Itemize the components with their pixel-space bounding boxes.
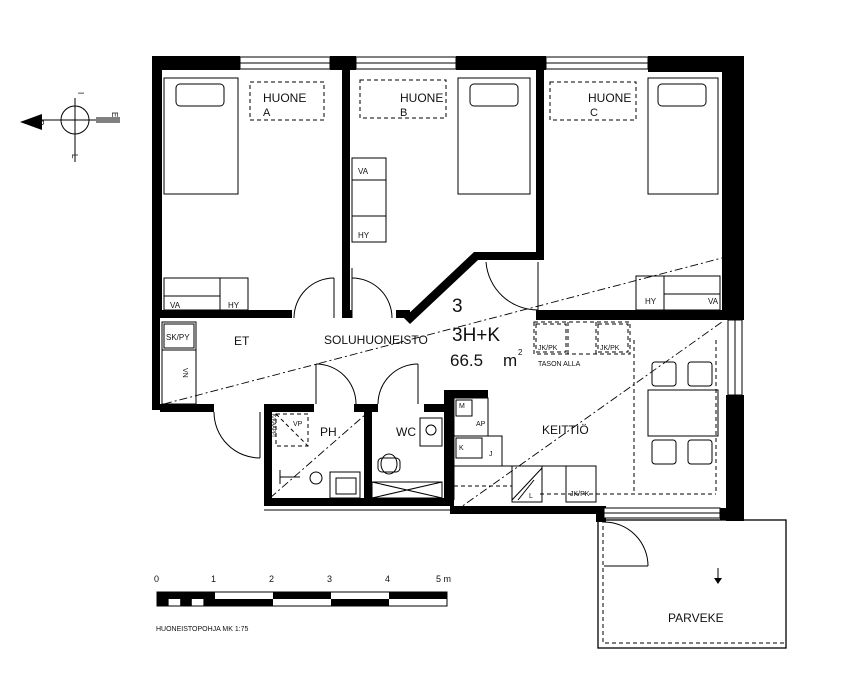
compass-l: L <box>70 154 79 159</box>
apartment-area-exp: 2 <box>518 348 523 357</box>
exterior-walls <box>152 56 744 521</box>
room-b-hy: HY <box>358 231 370 240</box>
scale-tick-5: 5 m <box>436 574 451 584</box>
room-c-va: VA <box>708 297 719 306</box>
scale-bar <box>156 591 448 607</box>
hallway <box>161 257 723 513</box>
kitchen-label: KEITTIÖ <box>542 423 589 437</box>
hall-skpy: SK/PY <box>166 333 190 342</box>
kitchen-k: K <box>459 445 464 452</box>
scale-caption: HUONEISTOPOHJA MK 1:75 <box>156 626 249 633</box>
apartment-area-unit: m <box>503 351 517 370</box>
compass-i: I <box>76 92 85 94</box>
room-b-label-1: HUONE <box>400 91 443 105</box>
hall-vn: VN <box>181 368 188 378</box>
kitchen-tason-alla: TASON ALLA <box>538 361 581 368</box>
scale-tick-1: 1 <box>211 574 216 584</box>
room-c <box>485 77 721 311</box>
bath-k: K/KAAPPI <box>270 414 276 437</box>
room-a-va: VA <box>170 301 181 310</box>
room-b-va: VA <box>358 167 369 176</box>
scale-tick-3: 3 <box>327 574 332 584</box>
room-c-hy: HY <box>645 297 657 306</box>
kitchen <box>453 321 719 503</box>
room-a <box>163 77 335 319</box>
balcony-label: PARVEKE <box>668 611 724 625</box>
room-a-hy: HY <box>228 301 240 310</box>
kitchen-l: L <box>529 493 533 500</box>
bath-label: PH <box>320 425 337 439</box>
room-b <box>351 77 531 319</box>
apartment-number: 3 <box>452 296 463 317</box>
scale-tick-4: 4 <box>385 574 390 584</box>
room-a-label-2: A <box>263 107 271 119</box>
wc <box>371 417 443 499</box>
kitchen-m: M <box>459 403 465 410</box>
scale-tick-2: 2 <box>269 574 274 584</box>
hall-label: ET <box>234 334 250 348</box>
compass-icon <box>20 98 120 162</box>
wc-label: WC <box>396 425 416 439</box>
interior-walls <box>152 70 744 522</box>
compass-e: E <box>110 112 119 117</box>
compass-p: P <box>36 120 45 125</box>
apartment-area: 66.5 <box>450 351 483 370</box>
corridor-label: SOLUHUONEISTO <box>324 333 428 347</box>
kitchen-jkpk-3: JK/PK <box>570 491 590 498</box>
room-c-label-1: HUONE <box>588 91 631 105</box>
kitchen-j: J <box>489 451 493 458</box>
apartment-type: 3H+K <box>452 325 500 346</box>
kitchen-ap: AP <box>476 421 486 428</box>
kitchen-jkpk-1: JK/PK <box>538 345 558 352</box>
bathroom <box>275 413 361 499</box>
scale-tick-0: 0 <box>154 574 159 584</box>
room-a-label-1: HUONE <box>263 91 306 105</box>
bath-vp: VP <box>293 421 303 428</box>
balcony <box>597 519 787 649</box>
room-c-label-2: C <box>590 107 598 119</box>
kitchen-jkpk-2: JK/PK <box>600 345 620 352</box>
room-b-label-2: B <box>400 107 407 119</box>
